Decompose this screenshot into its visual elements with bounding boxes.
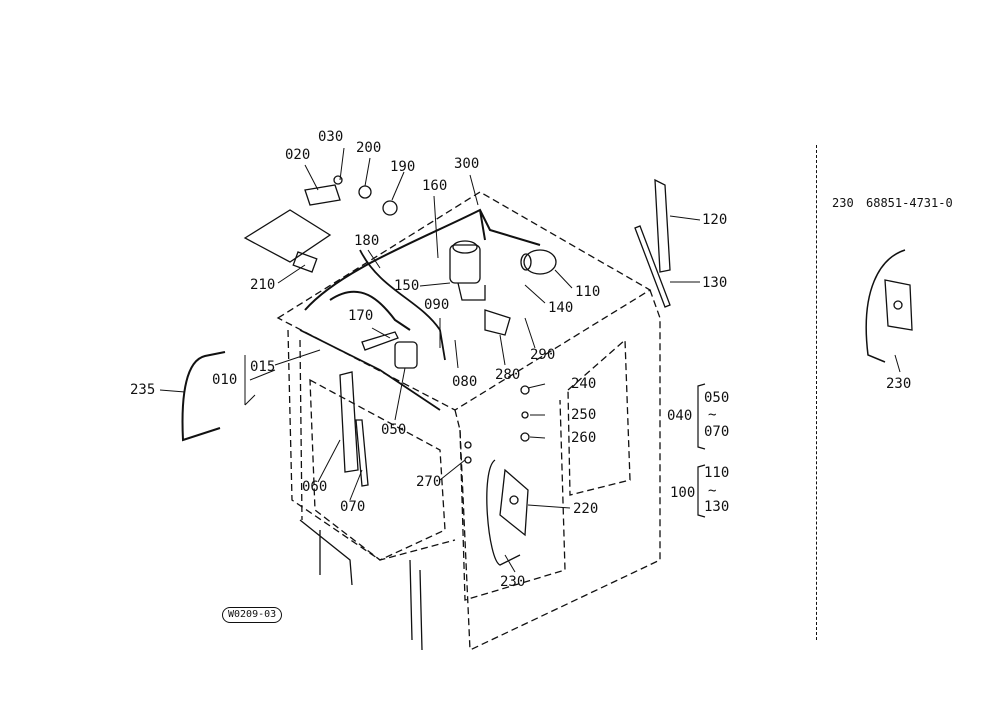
side-window [567, 338, 631, 496]
label-030: 030 [318, 129, 344, 145]
label-070: 070 [340, 499, 366, 515]
group-040-brace [697, 383, 706, 450]
label-group-100-to: 130 [704, 499, 730, 515]
label-140: 140 [548, 300, 574, 316]
label-170: 170 [348, 308, 374, 324]
label-110: 110 [575, 284, 601, 300]
label-230: 230 [500, 574, 526, 590]
cab-lower-skirt [299, 519, 423, 651]
label-group-100-range: ~ [708, 483, 717, 499]
label-120: 120 [702, 212, 728, 228]
label-090: 090 [424, 297, 450, 313]
label-290: 290 [530, 347, 556, 363]
label-160: 160 [422, 178, 448, 194]
mirror-stay [486, 459, 521, 566]
label-050: 050 [381, 422, 407, 438]
label-180: 180 [354, 233, 380, 249]
label-group-100-from: 110 [704, 465, 730, 481]
inset-mirror-stay [865, 249, 906, 363]
wiper-arm [654, 178, 671, 273]
wiper-motor-front [523, 249, 557, 275]
label-280: 280 [495, 367, 521, 383]
label-group-040-to: 070 [704, 424, 730, 440]
leader-lines [159, 147, 701, 573]
drawing-stamp: W0209-03 [222, 607, 283, 623]
label-080: 080 [452, 374, 478, 390]
label-group-100: 100 [670, 485, 696, 501]
front-window [309, 378, 446, 561]
label-250: 250 [571, 407, 597, 423]
door-frame [459, 399, 566, 601]
label-group-040-from: 050 [704, 390, 730, 406]
wiper-blade [634, 225, 671, 308]
inset-part-number: 68851-4731-0 [866, 196, 953, 210]
label-group-040: 040 [667, 408, 693, 424]
inset-caption: 230 [886, 376, 912, 392]
label-150: 150 [394, 278, 420, 294]
bracket [484, 309, 511, 336]
label-200: 200 [356, 140, 382, 156]
inset-divider [816, 145, 817, 640]
inset-part: 230 [832, 196, 854, 210]
cab-front-panel [454, 409, 471, 651]
label-015: 015 [250, 359, 276, 375]
rear-wiper-arm [339, 371, 359, 473]
mirror [499, 468, 529, 537]
switch-bracket [243, 184, 341, 263]
handrail [181, 351, 226, 442]
rear-wiper-motor [394, 341, 418, 369]
wiring-harness [304, 208, 541, 331]
inset-mirror [884, 279, 913, 331]
label-010: 010 [212, 372, 238, 388]
label-group-040-range: ~ [708, 407, 717, 423]
label-300: 300 [454, 156, 480, 172]
washer-tank [449, 244, 481, 284]
label-190: 190 [390, 159, 416, 175]
rear-wiper-blade [355, 419, 369, 487]
label-240: 240 [571, 376, 597, 392]
label-260: 260 [571, 430, 597, 446]
label-020: 020 [285, 147, 311, 163]
cab-left-pillar [287, 329, 456, 561]
label-270: 270 [416, 474, 442, 490]
label-130: 130 [702, 275, 728, 291]
cab-side-panel [469, 289, 661, 651]
wiring-harness-2 [299, 249, 446, 411]
label-220: 220 [573, 501, 599, 517]
label-060: 060 [302, 479, 328, 495]
cab-left-pillar-inner [299, 339, 303, 521]
label-235: 235 [130, 382, 156, 398]
label-210: 210 [250, 277, 276, 293]
group-100-brace [697, 464, 706, 518]
